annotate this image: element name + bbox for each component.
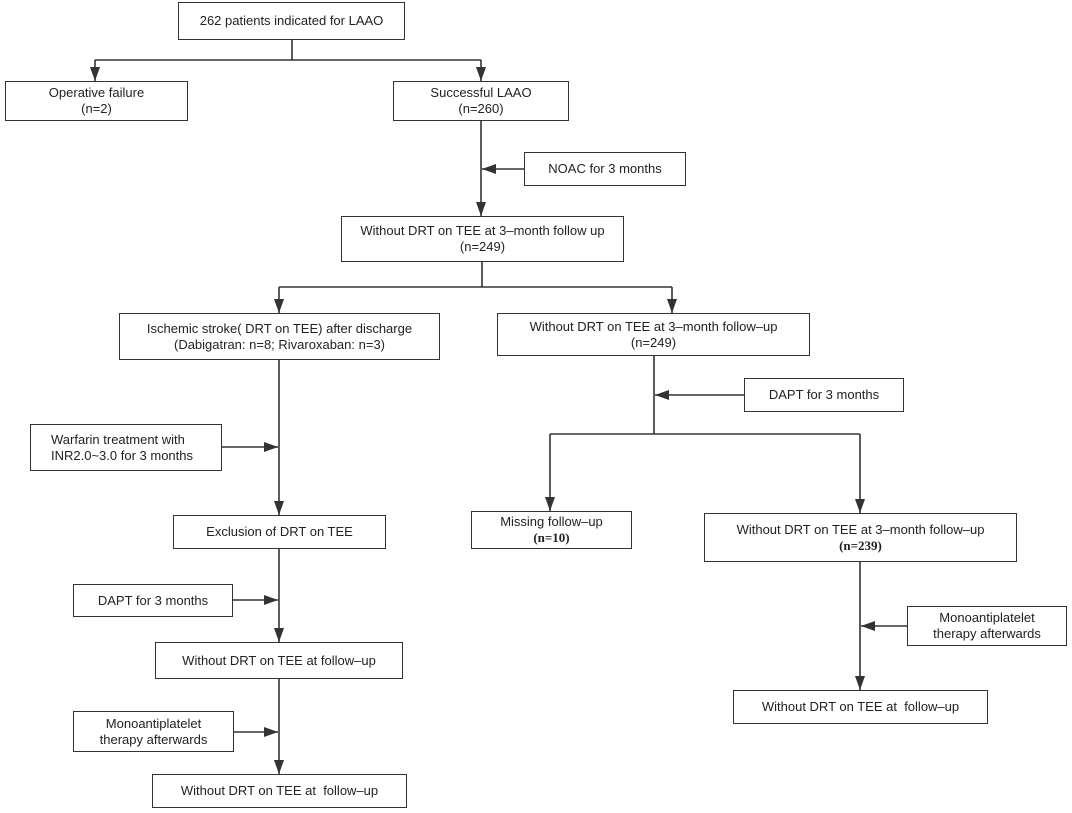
box-mono-right: Monoantiplatelet therapy afterwards bbox=[907, 606, 1067, 646]
box-no-drt-followup-left: Without DRT on TEE at follow–up bbox=[155, 642, 403, 679]
box-noac: NOAC for 3 months bbox=[524, 152, 686, 186]
exclusion-drt-label: Exclusion of DRT on TEE bbox=[206, 524, 353, 539]
ischemic-stroke-detail: (Dabigatran: n=8; Rivaroxaban: n=3) bbox=[173, 336, 385, 352]
box-dapt-right: DAPT for 3 months bbox=[744, 378, 904, 412]
box-no-drt-3month-right: Without DRT on TEE at 3–month follow–up … bbox=[497, 313, 810, 356]
box-dapt-left: DAPT for 3 months bbox=[73, 584, 233, 617]
box-no-drt-3month: Without DRT on TEE at 3–month follow up … bbox=[341, 216, 624, 262]
final-right-label: Without DRT on TEE at follow–up bbox=[761, 699, 960, 714]
no-drt-3month-count: (n=249) bbox=[459, 239, 506, 254]
box-exclusion-drt: Exclusion of DRT on TEE bbox=[173, 515, 386, 549]
box-warfarin: Warfarin treatment with INR2.0~3.0 for 3… bbox=[30, 424, 222, 471]
successful-laao-count: (n=260) bbox=[458, 101, 504, 116]
box-mono-left: Monoantiplatelet therapy afterwards bbox=[73, 711, 234, 752]
noac-label: NOAC for 3 months bbox=[548, 161, 662, 176]
successful-laao-label: Successful LAAO bbox=[430, 85, 532, 100]
no-drt-239-label: Without DRT on TEE at 3–month follow–up bbox=[736, 521, 985, 537]
mono-right-line2: therapy afterwards bbox=[933, 626, 1041, 641]
enrolled-label: 262 patients indicated for LAAO bbox=[199, 13, 384, 28]
no-drt-3month-right-label: Without DRT on TEE at 3–month follow–up bbox=[529, 318, 778, 334]
final-left-label: Without DRT on TEE at follow–up bbox=[180, 783, 379, 798]
no-drt-3month-label: Without DRT on TEE at 3–month follow up bbox=[360, 223, 605, 238]
box-successful-laao: Successful LAAO (n=260) bbox=[393, 81, 569, 121]
box-operative-failure: Operative failure (n=2) bbox=[5, 81, 188, 121]
missing-followup-count: (n=10) bbox=[533, 530, 570, 545]
dapt-left-label: DAPT for 3 months bbox=[97, 592, 209, 608]
box-final-right: Without DRT on TEE at follow–up bbox=[733, 690, 988, 724]
mono-right-line1: Monoantiplatelet bbox=[939, 610, 1035, 625]
operative-failure-count: (n=2) bbox=[81, 101, 112, 116]
box-missing-followup: Missing follow–up (n=10) bbox=[471, 511, 632, 549]
warfarin-line1: Warfarin treatment with bbox=[51, 431, 185, 447]
missing-followup-label: Missing follow–up bbox=[500, 514, 603, 529]
mono-left-line1: Monoantiplatelet bbox=[105, 715, 202, 731]
no-drt-239-count: (n=239) bbox=[839, 537, 882, 553]
no-drt-3month-right-count: (n=249) bbox=[630, 334, 677, 350]
box-ischemic-stroke: Ischemic stroke( DRT on TEE) after disch… bbox=[119, 313, 440, 360]
operative-failure-label: Operative failure bbox=[48, 85, 145, 100]
box-no-drt-239: Without DRT on TEE at 3–month follow–up … bbox=[704, 513, 1017, 562]
no-drt-followup-left-label: Without DRT on TEE at follow–up bbox=[182, 652, 376, 668]
box-final-left: Without DRT on TEE at follow–up bbox=[152, 774, 407, 808]
warfarin-line2: INR2.0~3.0 for 3 months bbox=[51, 447, 193, 463]
ischemic-stroke-label: Ischemic stroke( DRT on TEE) after disch… bbox=[146, 320, 413, 336]
dapt-right-label: DAPT for 3 months bbox=[768, 387, 880, 402]
box-enrolled: 262 patients indicated for LAAO bbox=[178, 2, 405, 40]
mono-left-line2: therapy afterwards bbox=[99, 731, 208, 747]
